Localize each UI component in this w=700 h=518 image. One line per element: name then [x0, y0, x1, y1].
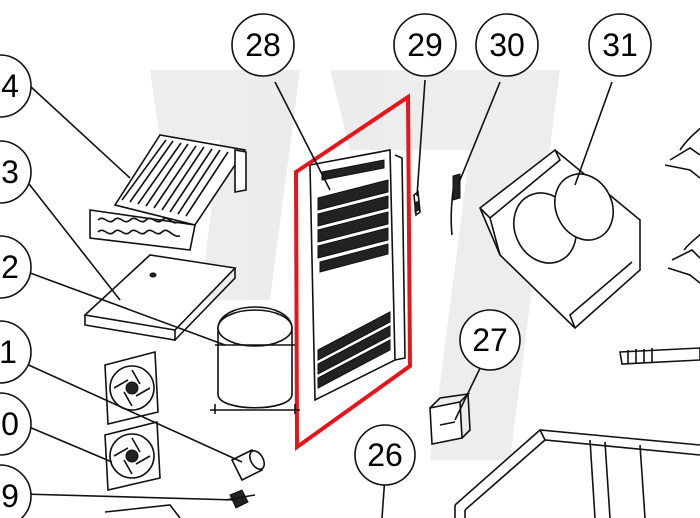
part-26-frame[interactable] — [454, 429, 700, 518]
svg-text:28: 28 — [245, 27, 281, 63]
part-9-clip[interactable] — [224, 489, 256, 509]
callout-0[interactable]: 0 — [0, 392, 32, 456]
callout-9[interactable]: 9 — [0, 464, 32, 518]
part-27-bracket[interactable] — [429, 392, 471, 445]
condenser-fins — [121, 139, 229, 217]
leader-lines — [21, 79, 613, 518]
part-31-fan-shroud[interactable] — [479, 148, 641, 330]
sensor-rod-right — [619, 347, 700, 365]
fan-blades-right — [664, 127, 700, 284]
callout-31[interactable]: 31 — [588, 13, 652, 77]
callout-1[interactable]: 1 — [0, 320, 32, 384]
part-3-drip-tray[interactable] — [83, 254, 237, 341]
svg-text:0: 0 — [1, 406, 19, 442]
callout-3[interactable]: 3 — [0, 140, 32, 204]
highlight-outline — [293, 93, 413, 451]
svg-text:3: 3 — [1, 154, 19, 190]
callouts: 28 29 30 31 27 26 4 3 — [0, 13, 652, 518]
callout-4[interactable]: 4 — [0, 54, 32, 118]
svg-text:27: 27 — [472, 322, 508, 358]
part-0-fan[interactable] — [104, 420, 161, 491]
compressor — [210, 306, 300, 414]
svg-text:31: 31 — [602, 27, 638, 63]
part-30-probe[interactable] — [450, 173, 461, 236]
panel-vents-top — [317, 179, 389, 273]
callout-29[interactable]: 29 — [393, 13, 457, 77]
svg-text:30: 30 — [489, 27, 525, 63]
cylinder-part — [230, 448, 266, 482]
svg-text:29: 29 — [407, 27, 443, 63]
callout-2[interactable]: 2 — [0, 235, 32, 299]
svg-text:9: 9 — [1, 478, 19, 514]
part-28-back-panel[interactable] — [309, 149, 406, 402]
svg-text:2: 2 — [1, 249, 19, 285]
callout-27[interactable]: 27 — [459, 309, 521, 371]
callout-26[interactable]: 26 — [354, 424, 416, 486]
svg-text:4: 4 — [1, 68, 19, 104]
callout-28[interactable]: 28 — [231, 13, 295, 77]
svg-text:26: 26 — [367, 437, 403, 473]
callout-30[interactable]: 30 — [475, 13, 539, 77]
part-4-condenser[interactable] — [89, 134, 247, 251]
bottom-box-edge — [104, 504, 181, 518]
part-1-fan[interactable] — [104, 350, 159, 426]
svg-text:1: 1 — [0, 334, 17, 370]
panel-vents-bottom — [317, 311, 391, 389]
